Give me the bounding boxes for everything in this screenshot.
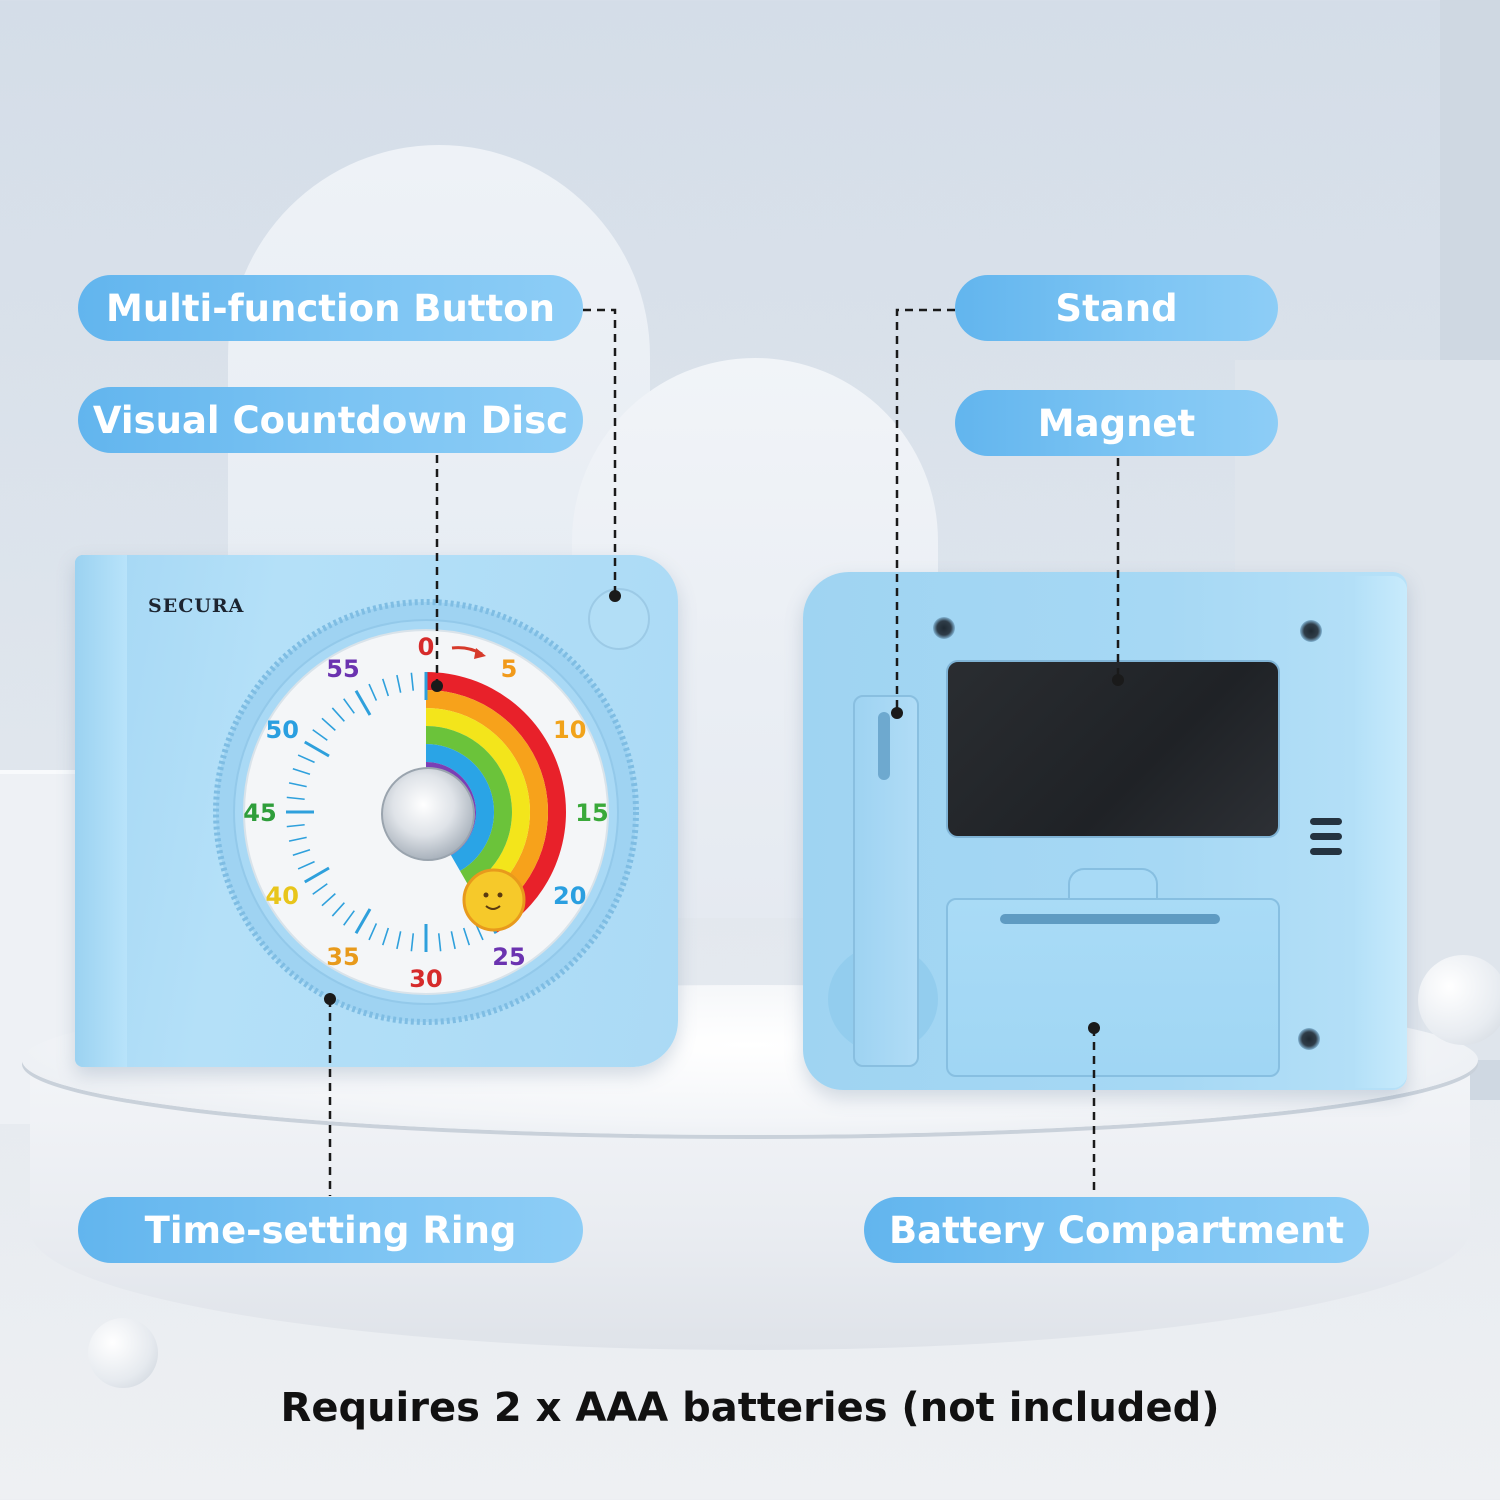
dial-number: 35	[326, 943, 359, 971]
screw-icon	[933, 617, 955, 639]
timer-front-edge	[75, 555, 127, 1067]
callout-time-setting-ring: Time-setting Ring	[78, 1197, 583, 1263]
dial-tick	[304, 740, 330, 758]
brand-logo: SECURA	[148, 595, 245, 617]
dial-tick	[354, 690, 372, 716]
center-knob[interactable]	[381, 767, 475, 861]
dial-tick	[381, 927, 390, 946]
dial-tick	[288, 782, 307, 788]
callout-multi-function-button: Multi-function Button	[78, 275, 583, 341]
dial-tick	[304, 866, 330, 884]
callout-visual-countdown-disc: Visual Countdown Disc	[78, 387, 583, 453]
dial-tick	[354, 908, 372, 934]
dial-number: 40	[266, 882, 299, 910]
callout-stand: Stand	[955, 275, 1278, 341]
dial-tick	[343, 910, 355, 926]
dial-numbers: 0 5 10 15 20 25 30 35 40 45 50 55	[243, 633, 608, 993]
dial-tick	[292, 848, 311, 857]
rainbow-band	[426, 726, 513, 887]
battery-cover-slot	[1000, 914, 1220, 924]
dial-number: 25	[492, 943, 525, 971]
dial-tick	[286, 796, 305, 801]
dial-tick	[410, 933, 415, 952]
speaker-vent	[1310, 833, 1342, 840]
rainbow-band	[426, 672, 566, 934]
dial-tick	[450, 931, 456, 950]
rainbow-band	[426, 744, 494, 871]
dial-tick	[312, 729, 328, 741]
dial-number: 55	[326, 655, 359, 683]
dial-tick	[312, 883, 328, 895]
speaker-vent	[1310, 848, 1342, 855]
dial-tick	[381, 678, 390, 697]
callout-battery-compartment: Battery Compartment	[864, 1197, 1369, 1263]
stand-slot	[878, 712, 890, 780]
dial-tick	[343, 698, 355, 714]
sun-icon	[462, 868, 526, 932]
direction-arrow-head-icon	[474, 648, 486, 659]
rainbow-band	[426, 690, 548, 918]
timer-back-edge	[1355, 576, 1407, 1088]
dial-tick	[396, 674, 402, 693]
dial-number: 50	[266, 716, 299, 744]
dial-tick	[331, 707, 345, 722]
callout-magnet: Magnet	[955, 390, 1278, 456]
screw-icon	[1298, 1028, 1320, 1050]
dial-tick	[368, 923, 378, 941]
battery-requirement-note: Requires 2 x AAA batteries (not included…	[280, 1385, 1220, 1431]
rainbow-band	[426, 708, 531, 903]
dial-tick	[321, 893, 336, 907]
speaker-vent	[1310, 818, 1342, 825]
dial-tick	[321, 717, 336, 731]
dial-number: 20	[553, 882, 586, 910]
decor-ball	[1418, 955, 1500, 1045]
dial-tick	[288, 836, 307, 842]
dial-tick	[462, 927, 471, 946]
screw-icon	[1300, 620, 1322, 642]
dial-tick	[396, 931, 402, 950]
dial-number: 10	[553, 716, 586, 744]
dial-number: 45	[243, 799, 276, 827]
dial-tick	[331, 902, 345, 917]
dial-tick	[286, 823, 305, 828]
dial-number: 30	[409, 965, 442, 993]
battery-compartment[interactable]	[946, 898, 1280, 1077]
magnet-plate	[946, 660, 1280, 838]
dial-number: 0	[418, 633, 435, 661]
dial-number: 5	[501, 655, 518, 683]
dial-tick	[368, 683, 378, 701]
dial-tick	[292, 767, 311, 776]
dial-tick	[410, 672, 415, 691]
dial-tick	[437, 933, 442, 952]
dial-tick	[297, 754, 315, 764]
decor-ball	[88, 1318, 158, 1388]
dial-number: 15	[575, 799, 608, 827]
dial-tick	[297, 860, 315, 870]
